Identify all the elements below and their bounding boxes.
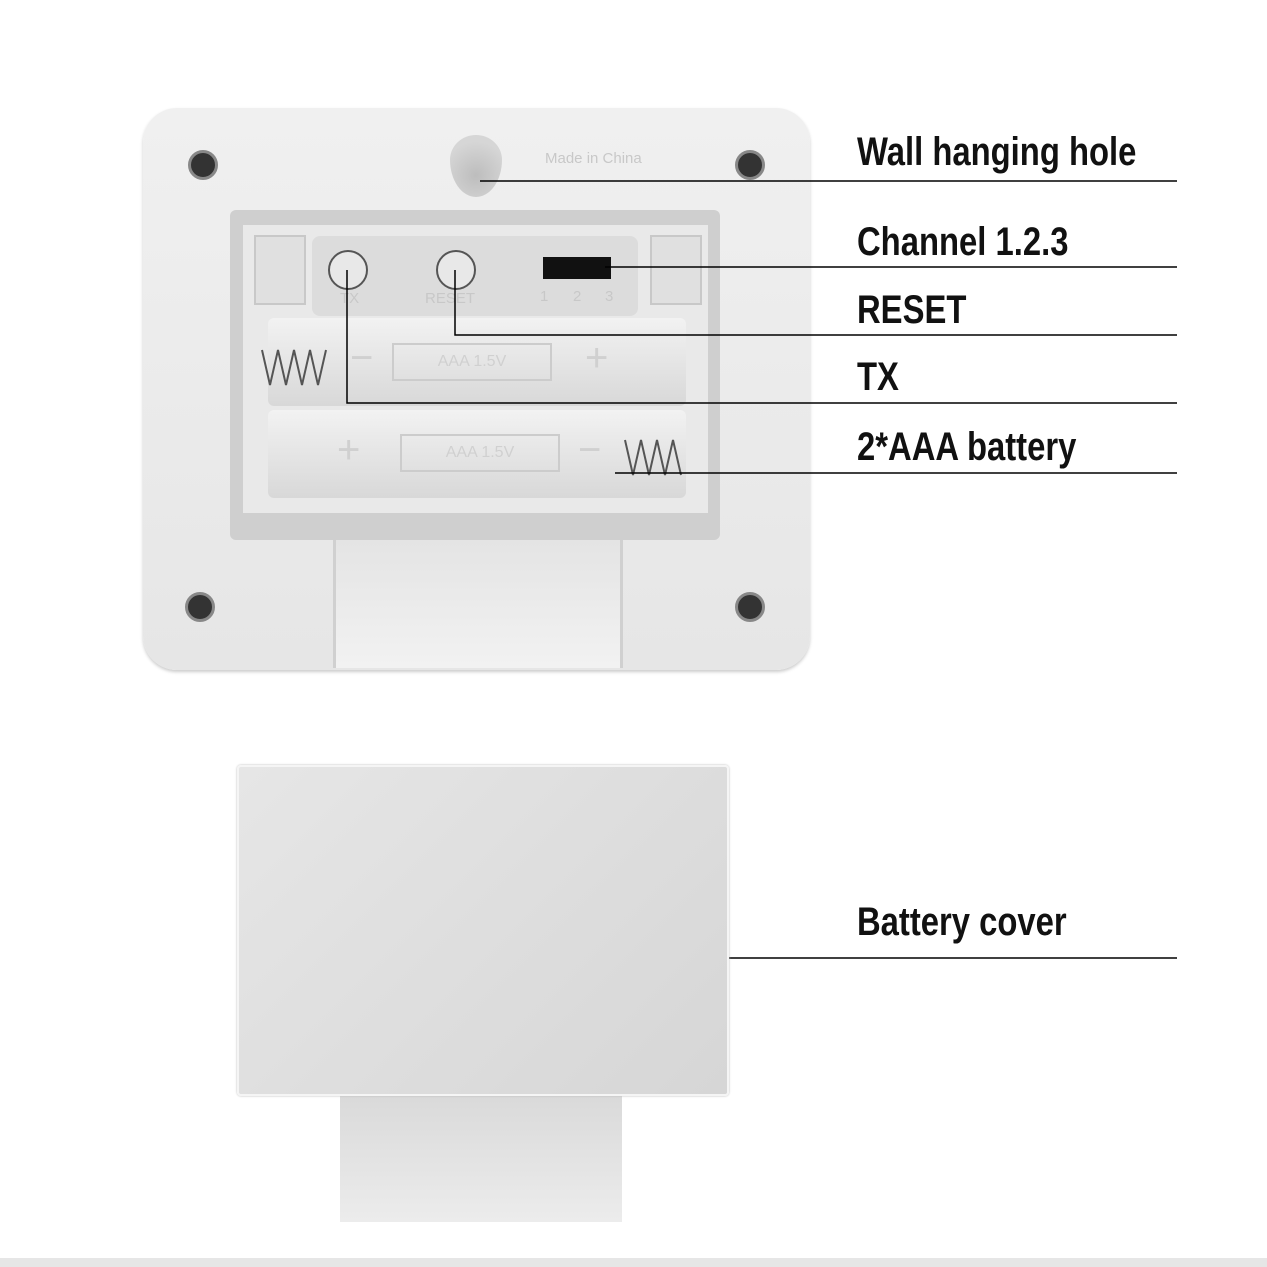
plus-sign: +: [585, 336, 609, 380]
battery-slot-1: [268, 318, 686, 406]
screw-icon: [735, 592, 765, 622]
ch1-text: 1: [540, 288, 549, 305]
slot: [254, 235, 306, 305]
tx-button[interactable]: [328, 250, 368, 290]
plus-sign: +: [337, 428, 361, 472]
label-battery: 2*AAA battery: [857, 425, 1077, 469]
spring-icon: [261, 349, 682, 476]
screw-icon: [188, 150, 218, 180]
leader-line: [454, 270, 1177, 336]
tx-text: TX: [340, 290, 360, 307]
made-in-text: Made in China: [545, 150, 642, 167]
label-channel: Channel 1.2.3: [857, 220, 1069, 264]
minus-sign: −: [578, 428, 602, 472]
device-stand: [333, 540, 623, 668]
reset-text: RESET: [425, 290, 476, 307]
label-cover: Battery cover: [857, 900, 1067, 944]
reset-button[interactable]: [436, 250, 476, 290]
label-tx: TX: [857, 355, 899, 399]
battery-label: AAA 1.5V: [400, 434, 560, 472]
bottom-bar: [0, 1258, 1267, 1267]
screw-icon: [185, 592, 215, 622]
leader-line: [346, 270, 1177, 404]
channel-switch[interactable]: [543, 257, 611, 279]
label-wall-hole: Wall hanging hole: [857, 130, 1137, 174]
ch2-text: 2: [573, 288, 582, 305]
minus-sign: −: [350, 336, 374, 380]
label-reset: RESET: [857, 288, 967, 332]
cover-stand: [340, 1092, 622, 1222]
ch3-text: 3: [605, 288, 614, 305]
slot: [650, 235, 702, 305]
battery-label: AAA 1.5V: [392, 343, 552, 381]
wall-hanging-hole: [450, 135, 502, 197]
screw-icon: [735, 150, 765, 180]
battery-cover: [237, 765, 729, 1096]
battery-slot-2: [268, 410, 686, 498]
